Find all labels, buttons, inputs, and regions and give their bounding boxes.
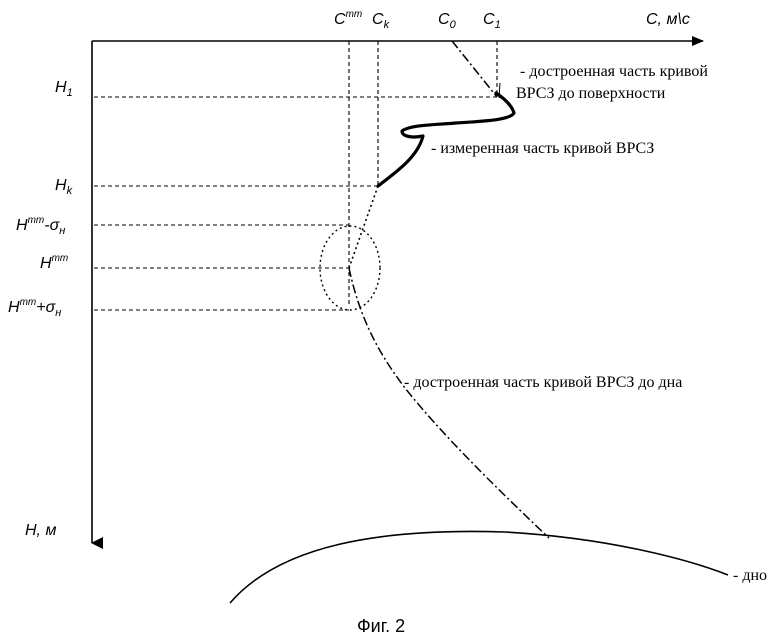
label-hk: Hk <box>55 177 73 197</box>
seabed-curve <box>229 530 729 604</box>
h-axis-label: H, м <box>25 522 56 539</box>
uncertainty-ellipse <box>319 225 381 311</box>
annotation-seabed: - дно <box>733 567 767 584</box>
figure-caption: Фиг. 2 <box>357 616 405 636</box>
label-hmm-minus: Hmm-σн <box>16 215 65 237</box>
label-c1: C1 <box>483 11 501 31</box>
label-c0: C0 <box>438 11 457 31</box>
label-hmm: Hmm <box>40 253 68 272</box>
label-hmm-plus: Hmm+σн <box>8 297 61 319</box>
curve-to-surface <box>451 40 498 98</box>
annotation-surface-line1: - достроенная часть кривой <box>520 63 708 80</box>
label-h1: H1 <box>55 79 73 99</box>
curve-measured <box>376 91 516 188</box>
curve-to-bottom <box>348 267 550 539</box>
curve-dotted-link <box>348 185 379 269</box>
label-ck: Ck <box>372 11 390 31</box>
annotation-bottom-part: - достроенная часть кривой ВРСЗ до дна <box>404 374 682 391</box>
c-axis-label: C, м\с <box>646 11 690 28</box>
annotation-measured: - измеренная часть кривой ВРСЗ <box>431 140 654 157</box>
label-cmm: Cmm <box>334 9 362 28</box>
annotation-surface-line2: ВРСЗ до поверхности <box>516 85 666 102</box>
